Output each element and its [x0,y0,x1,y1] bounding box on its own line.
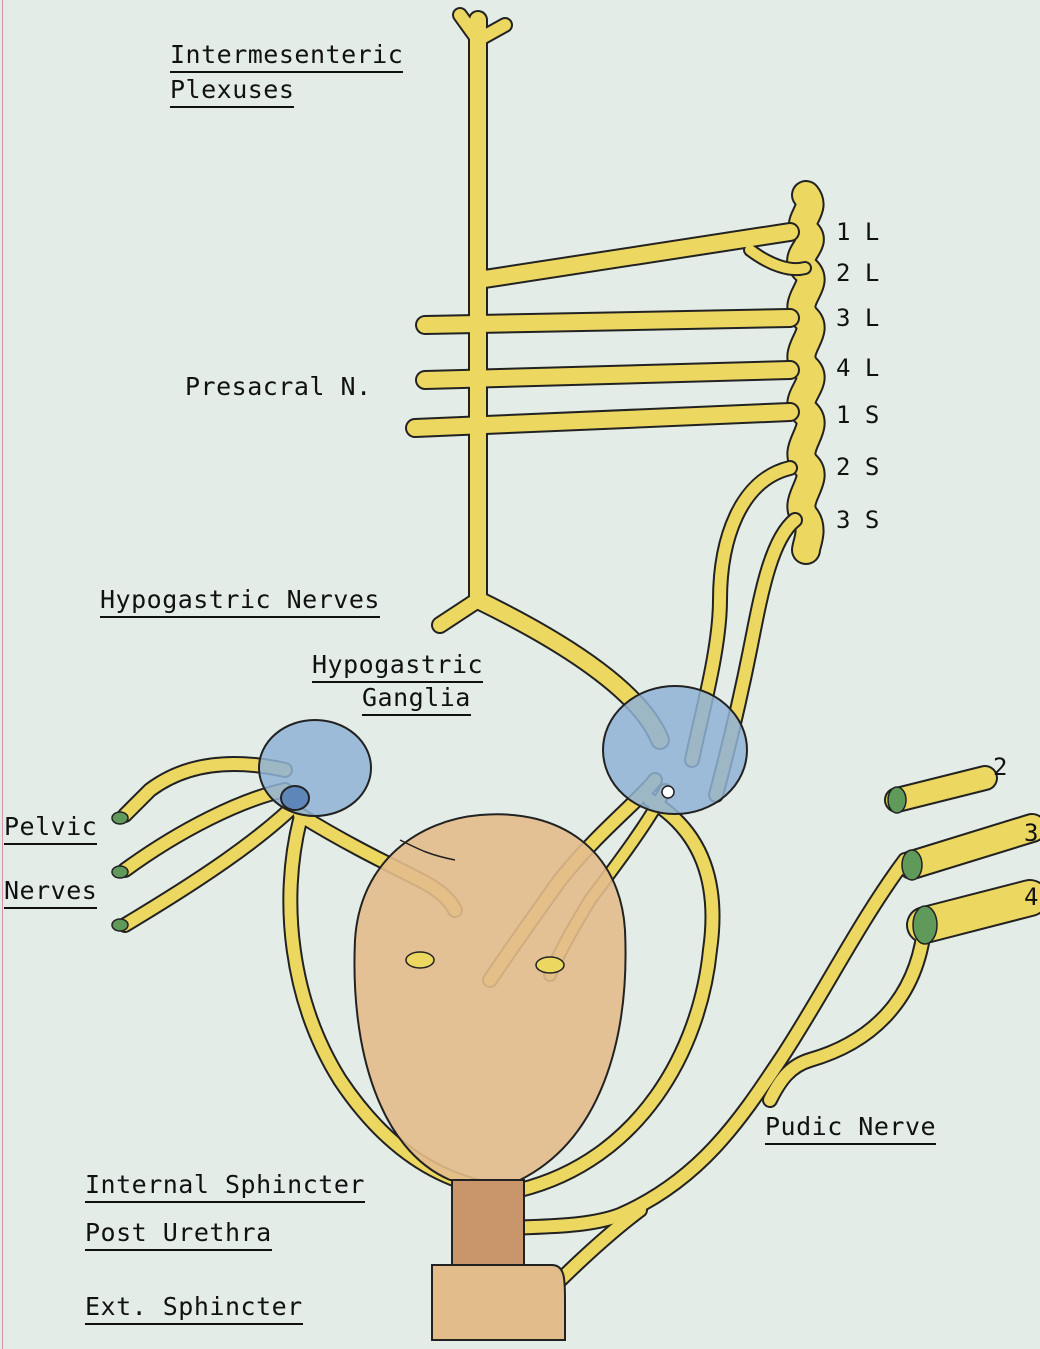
label-post-urethra: Post Urethra [85,1218,272,1251]
spinal-cord [801,195,810,550]
segment-label: 2 L [836,258,879,288]
label-ganglia: Ganglia [362,683,471,716]
left-ganglion [259,720,371,816]
segment-label: 3 S [836,505,879,535]
label-ext-sphincter: Ext. Sphincter [85,1292,303,1325]
label-hypogastric: Hypogastric [312,650,483,683]
label-pudic-nerve: Pudic Nerve [765,1112,936,1145]
right-ganglion [603,686,747,814]
label-pelvic: Pelvic [4,812,97,845]
segment-label: 3 L [836,303,879,333]
segment-label: 1 L [836,217,879,247]
bladder [354,814,625,1180]
internal-sphincter-region [452,1180,524,1265]
root-number: 3 [1024,818,1038,848]
label-hypogastric-nerves: Hypogastric Nerves [100,585,380,618]
label-plexuses: Plexuses [170,75,294,108]
segment-label: 2 S [836,452,879,482]
external-sphincter [432,1265,565,1340]
label-internal-sphincter: Internal Sphincter [85,1170,365,1203]
label-nerves: Nerves [4,876,97,909]
label-intermesenteric: Intermesenteric [170,40,403,73]
hypogastric-ganglia [259,686,747,816]
segment-label: 1 S [836,400,879,430]
root-number: 2 [993,752,1007,782]
label-presacral: Presacral N. [185,372,372,402]
root-number: 4 [1024,882,1038,912]
segment-label: 4 L [836,353,879,383]
